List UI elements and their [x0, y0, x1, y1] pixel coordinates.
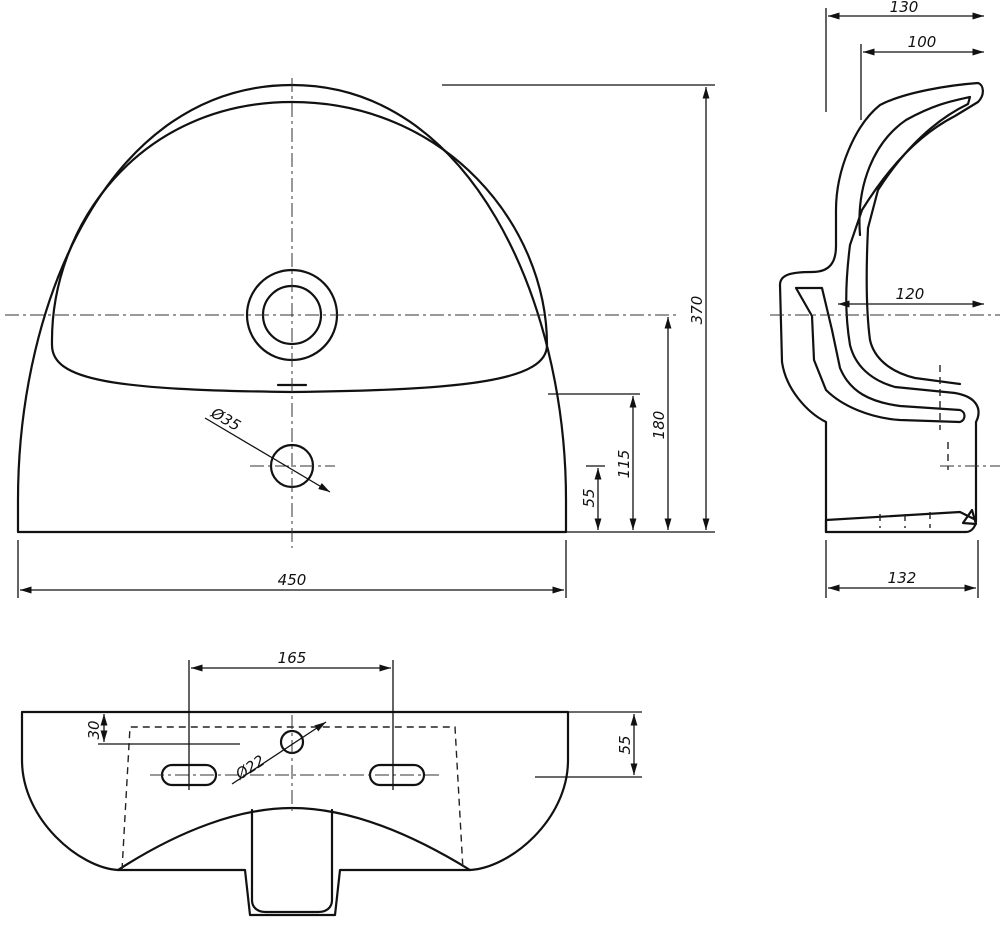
fix-spacing-label: 165 [278, 649, 307, 667]
tap-dia-leader [231, 721, 327, 785]
side-inner-profile [858, 95, 972, 386]
height-total-label: 370 [688, 296, 706, 325]
height-hole-label: 115 [615, 450, 633, 479]
height-center-label: 180 [650, 411, 668, 440]
side-outer-profile [778, 81, 984, 534]
top-outline [20, 710, 570, 917]
front-bowl [50, 100, 549, 394]
side-view: 130 100 120 132 [770, 0, 1000, 598]
top-inner-rim [116, 806, 472, 872]
tap-dia-label: Ø22 [232, 751, 269, 783]
top-pedestal-slot [250, 808, 334, 914]
top-view: 165 30 Ø22 55 [20, 649, 642, 917]
hole-dia-leader [204, 417, 331, 493]
height-outlet-label: 55 [580, 488, 598, 507]
depth-mid-label: 120 [896, 285, 925, 303]
front-view: Ø35 450 370 180 115 55 [5, 78, 715, 598]
rim-offset-label: 30 [85, 720, 103, 739]
width-total-label: 450 [278, 571, 307, 589]
rim-height-label: 55 [616, 735, 634, 754]
side-fixing-mark [961, 508, 978, 526]
depth-inner-label: 100 [908, 33, 937, 51]
depth-top-label: 130 [890, 0, 919, 16]
side-foot [824, 510, 978, 534]
side-basin-wall [794, 286, 966, 424]
depth-base-label: 132 [888, 569, 917, 587]
